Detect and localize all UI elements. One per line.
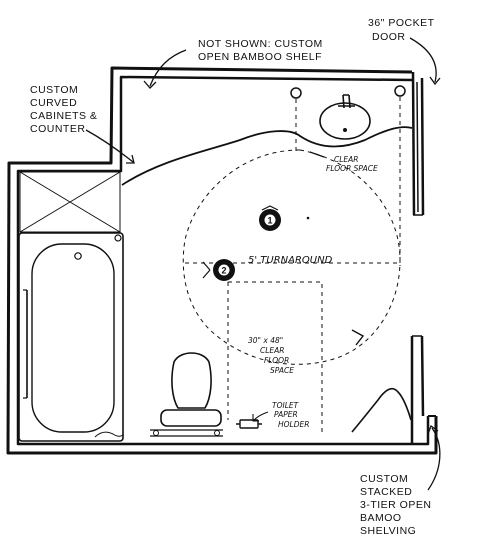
svg-text:SHELVING: SHELVING: [360, 525, 416, 537]
pocket-door-wall: [411, 71, 416, 216]
svg-text:1: 1: [267, 216, 272, 226]
tub-drain: [74, 252, 82, 260]
walls: [6, 66, 438, 455]
bathtub-outer: [18, 232, 124, 442]
svg-text:CURVED: CURVED: [30, 97, 77, 109]
pocket-door-slab: [416, 81, 419, 213]
svg-text:BAMOO: BAMOO: [360, 512, 402, 524]
svg-text:HOLDER: HOLDER: [278, 420, 309, 429]
label-turnaround: 5' TURNAROUND: [248, 255, 333, 266]
turnaround-arrow: [351, 329, 365, 346]
label-not-shown: NOT SHOWN: CUSTOM OPEN BAMBOO SHELF: [198, 38, 323, 63]
toilet-bowl: [171, 352, 212, 409]
svg-text:STACKED: STACKED: [360, 486, 412, 498]
marker-2: 2: [202, 259, 235, 281]
svg-text:FLOOR SPACE: FLOOR SPACE: [326, 164, 378, 173]
label-custom-cabinets: CUSTOM CURVED CABINETS & COUNTER: [30, 84, 97, 135]
toilet-paper-arrow: [252, 411, 269, 422]
lower-right-wall: [420, 335, 425, 417]
marker-1: 1: [259, 205, 281, 231]
sink-basin: [319, 102, 371, 140]
svg-text:TOILET: TOILET: [272, 401, 300, 410]
inner-wall: [16, 75, 430, 446]
faucet: [338, 94, 355, 109]
shower-area: [19, 171, 121, 233]
turnaround-tick: [309, 151, 325, 158]
label-pocket-door: 36" POCKET DOOR: [368, 17, 435, 43]
svg-text:36" POCKET: 36" POCKET: [368, 17, 435, 29]
bathtub: [18, 232, 124, 442]
toilet-tank: [160, 409, 222, 427]
bathtub-basin: [31, 243, 115, 433]
toilet: [150, 352, 223, 437]
pocket-door-arrow: [409, 37, 441, 86]
curved-counter: [121, 126, 413, 186]
svg-text:3-TIER OPEN: 3-TIER OPEN: [360, 499, 431, 511]
svg-text:DOOR: DOOR: [372, 31, 406, 43]
label-toilet-paper: TOILET PAPER HOLDER: [272, 401, 309, 429]
cabinets-arrow: [85, 129, 135, 164]
clear-floor-rect: [227, 281, 323, 435]
tub-knob: [114, 234, 122, 242]
sink-drain: [343, 128, 347, 132]
svg-text:NOT SHOWN: CUSTOM: NOT SHOWN: CUSTOM: [198, 38, 323, 50]
outer-wall: [6, 66, 438, 455]
svg-text:FLOOR: FLOOR: [264, 356, 289, 365]
sink: [290, 85, 406, 140]
svg-text:30" x 48": 30" x 48": [248, 336, 283, 345]
toilet-paper-holder: [236, 419, 262, 429]
floor-drain: [94, 431, 124, 438]
svg-text:CABINETS &: CABINETS &: [30, 110, 97, 122]
svg-text:CUSTOM: CUSTOM: [360, 473, 408, 485]
center-dot: [306, 216, 310, 220]
not-shown-arrow: [143, 49, 187, 89]
fixture-dot: [394, 85, 406, 97]
label-clear-floor-30x48: 30" x 48" CLEAR FLOOR SPACE: [248, 336, 294, 375]
fixture-dot: [290, 87, 302, 99]
clearance-lines: [182, 97, 401, 435]
svg-text:COUNTER: COUNTER: [30, 123, 85, 135]
svg-text:CLEAR: CLEAR: [260, 346, 285, 355]
svg-text:PAPER: PAPER: [274, 410, 298, 419]
svg-text:OPEN BAMBOO SHELF: OPEN BAMBOO SHELF: [198, 51, 322, 63]
svg-text:CLEAR: CLEAR: [334, 155, 359, 164]
svg-text:CUSTOM: CUSTOM: [30, 84, 78, 96]
svg-text:2: 2: [221, 266, 226, 276]
curved-shelving: [351, 388, 412, 433]
svg-text:SPACE: SPACE: [270, 366, 294, 375]
pocket-door-wall: [420, 77, 425, 216]
shelving-arrow: [427, 424, 441, 491]
turnaround-circle: [182, 149, 401, 365]
label-shelving: CUSTOM STACKED 3-TIER OPEN BAMOO SHELVIN…: [360, 473, 431, 537]
label-clear-floor-top: CLEAR FLOOR SPACE: [326, 155, 378, 173]
